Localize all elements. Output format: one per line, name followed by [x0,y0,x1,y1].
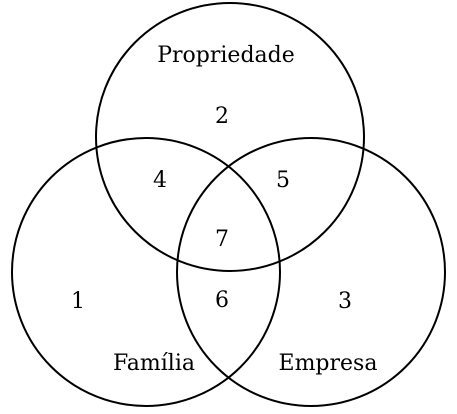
region-3-label: 3 [338,289,352,314]
propriedade-label: Propriedade [157,43,295,68]
region-2-label: 2 [215,104,229,129]
region-5-label: 5 [276,168,290,193]
region-4-label: 4 [153,168,167,193]
propriedade-circle [95,2,365,272]
familia-label: Família [113,351,195,376]
region-6-label: 6 [215,288,229,313]
empresa-label: Empresa [279,351,378,376]
empresa-circle [176,137,446,407]
region-1-label: 1 [71,289,85,314]
familia-circle [11,137,281,407]
region-7-label: 7 [215,227,229,252]
